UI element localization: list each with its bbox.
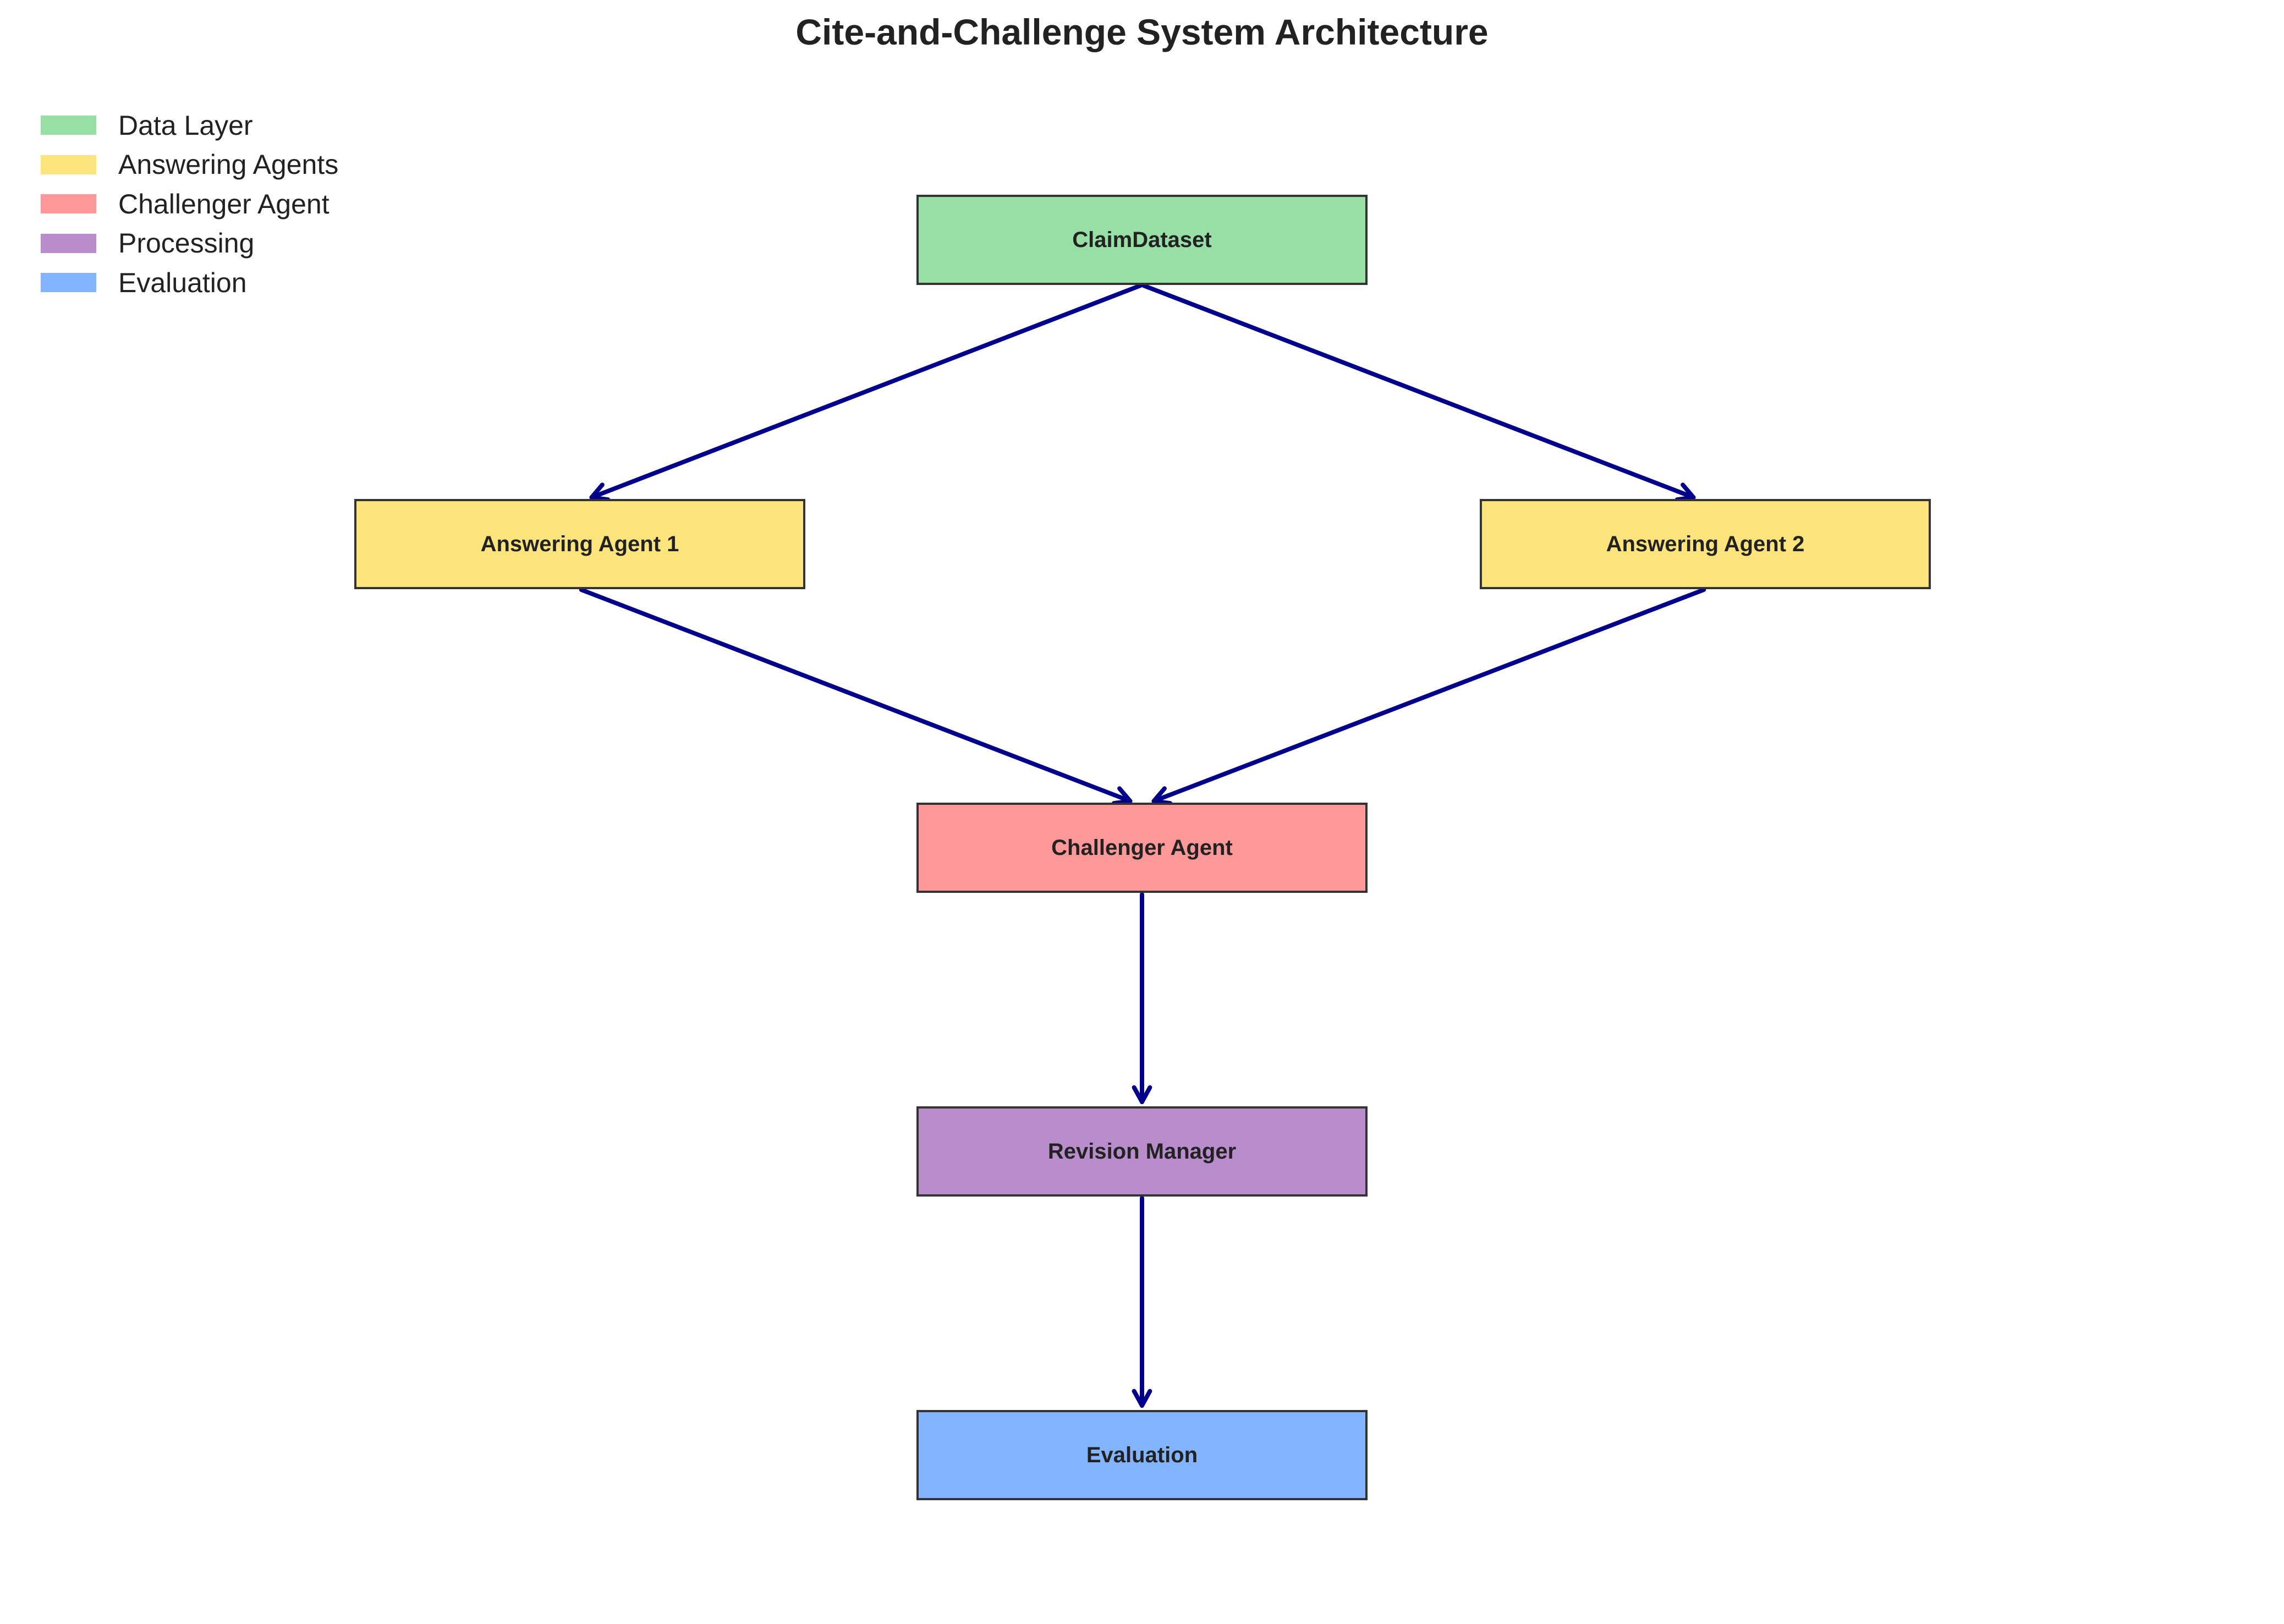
legend-swatch [41, 273, 96, 293]
legend-swatch [41, 116, 96, 135]
node-answering-agent-2: Answering Agent 2 [1480, 499, 1931, 589]
legend-item-challenger-agent: Challenger Agent [41, 184, 338, 224]
edge-line [1151, 588, 1706, 804]
legend-label: Answering Agents [118, 149, 339, 180]
edge-revision-manager-to-evaluation [1132, 1196, 1152, 1408]
edge-arrowhead [1151, 786, 1173, 806]
legend-label: Processing [118, 228, 255, 259]
legend: Data Layer Answering Agents Challenger A… [41, 106, 338, 303]
legend-label: Evaluation [118, 267, 247, 298]
edge-arrowhead [1674, 482, 1696, 502]
node-label: Challenger Agent [1051, 835, 1233, 860]
edge-line [579, 588, 1133, 804]
edge-arrowhead [1111, 786, 1133, 806]
node-label: Revision Manager [1047, 1139, 1237, 1164]
legend-label: Data Layer [118, 109, 253, 141]
diagram-title: Cite-and-Challenge System Architecture [795, 12, 1489, 52]
edge-line [1141, 283, 1696, 500]
edge-arrowhead [589, 482, 611, 502]
edge-claimdataset-to-answering-agent-2 [1141, 283, 1696, 502]
legend-item-data-layer: Data Layer [41, 106, 338, 145]
node-challenger-agent: Challenger Agent [916, 803, 1368, 893]
legend-swatch [41, 194, 96, 214]
node-label: Answering Agent 1 [480, 531, 679, 556]
edge-line [589, 283, 1143, 500]
edge-arrowhead [1132, 1389, 1152, 1408]
legend-item-answering-agents: Answering Agents [41, 145, 338, 185]
edge-claimdataset-to-answering-agent-1 [589, 283, 1143, 502]
node-label: Evaluation [1086, 1442, 1198, 1467]
node-label: ClaimDataset [1072, 227, 1212, 252]
legend-label: Challenger Agent [118, 188, 330, 220]
node-answering-agent-1: Answering Agent 1 [354, 499, 805, 589]
legend-item-evaluation: Evaluation [41, 263, 338, 303]
node-label: Answering Agent 2 [1606, 531, 1805, 556]
node-revision-manager: Revision Manager [916, 1106, 1368, 1197]
edge-arrowhead [1132, 1085, 1152, 1104]
legend-swatch [41, 155, 96, 174]
node-evaluation: Evaluation [916, 1410, 1368, 1500]
edge-answering-agent-1-to-challenger-agent [579, 588, 1133, 806]
legend-item-processing: Processing [41, 224, 338, 264]
node-claimdataset: ClaimDataset [916, 195, 1368, 285]
legend-swatch [41, 233, 96, 253]
edge-answering-agent-2-to-challenger-agent [1151, 588, 1706, 806]
edge-challenger-agent-to-revision-manager [1132, 892, 1152, 1104]
